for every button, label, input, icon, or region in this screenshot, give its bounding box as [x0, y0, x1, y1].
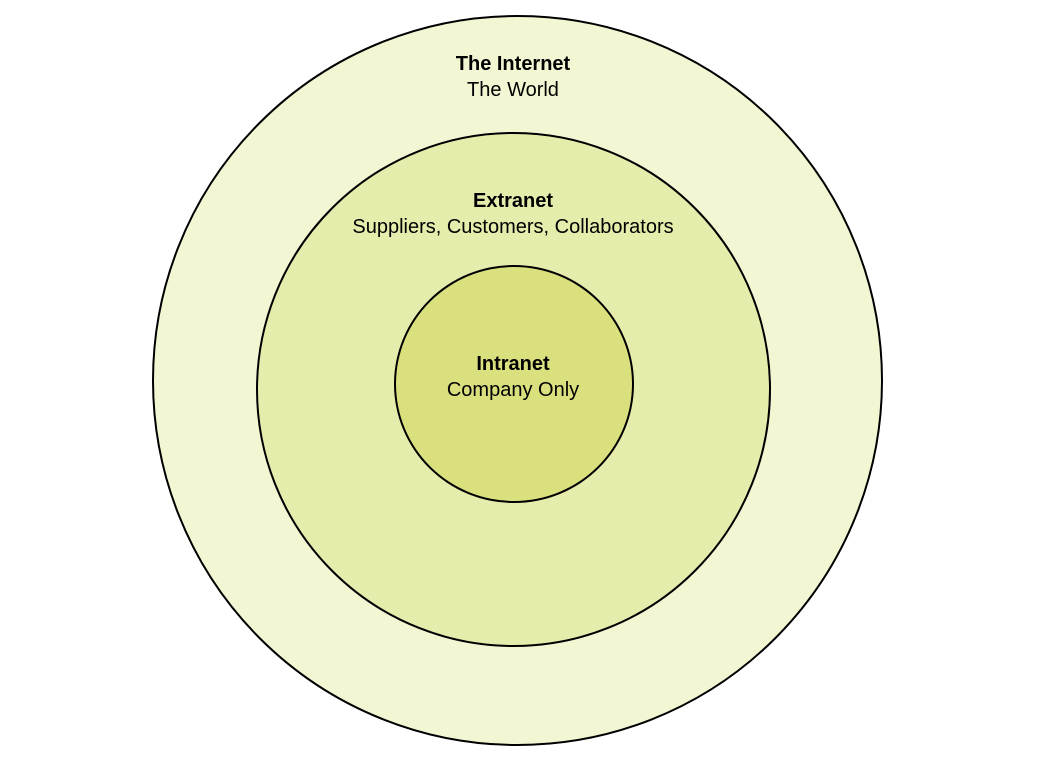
extranet-subtitle: Suppliers, Customers, Collaborators	[352, 216, 674, 238]
extranet-title: Extranet	[472, 190, 554, 212]
intranet-title: Intranet	[476, 353, 550, 375]
internet-title: The Internet	[455, 53, 571, 75]
internet-subtitle: The World	[467, 79, 559, 101]
intranet-ring	[394, 265, 634, 503]
intranet-subtitle: Company Only	[446, 379, 580, 401]
